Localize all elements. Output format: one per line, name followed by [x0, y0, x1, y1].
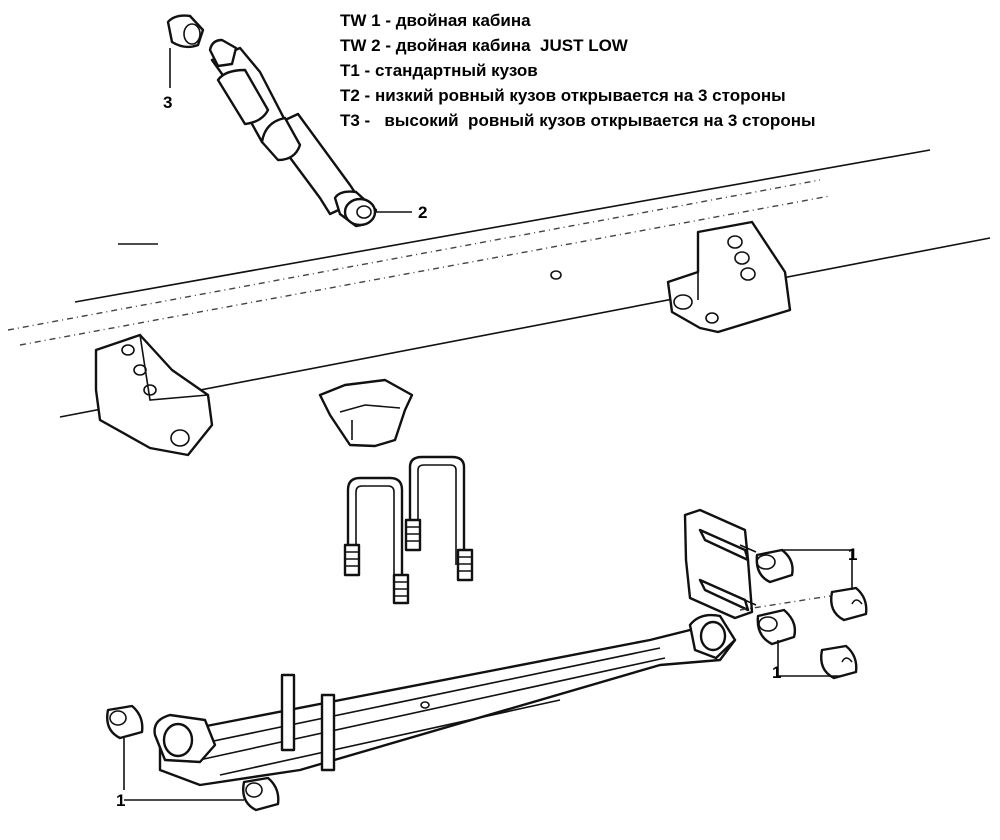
bushing-2	[343, 197, 377, 227]
bushing-front-lower	[242, 776, 280, 812]
callout-3: 3	[163, 93, 172, 112]
leaf-spring	[153, 613, 737, 787]
bushing-shackle-upper	[755, 548, 794, 584]
bushing-right-upper	[830, 586, 868, 622]
callout-1-shackle-upper: 1	[848, 545, 857, 564]
bushing-3	[166, 14, 205, 49]
bushing-front-eye	[106, 704, 144, 740]
frame-rail	[7, 149, 991, 418]
leader-lines	[123, 48, 853, 801]
callout-1-shackle-lower: 1	[772, 663, 781, 682]
u-bolt-right	[404, 455, 474, 582]
legend-line-tw2: TW 2 - двойная кабина JUST LOW	[340, 36, 628, 55]
front-spring-hanger	[94, 333, 214, 457]
callout-2: 2	[418, 203, 427, 222]
spring-shackle	[683, 508, 757, 620]
u-bolt-left	[343, 476, 410, 605]
variant-legend: TW 1 - двойная кабина TW 2 - двойная каб…	[340, 8, 816, 133]
legend-line-tw1: TW 1 - двойная кабина	[340, 11, 531, 30]
spring-seat	[318, 378, 414, 448]
legend-line-t3: T3 - высокий ровный кузов открывается на…	[340, 111, 816, 130]
bushing-right-lower	[820, 644, 858, 680]
bushing-shackle-lower	[756, 608, 797, 646]
legend-line-t2: T2 - низкий ровный кузов открывается на …	[340, 86, 786, 105]
rear-spring-hanger	[666, 220, 792, 334]
shock-absorber	[208, 38, 378, 228]
callout-1-front-eye: 1	[116, 791, 125, 810]
legend-line-t1: T1 - стандартный кузов	[340, 61, 538, 80]
